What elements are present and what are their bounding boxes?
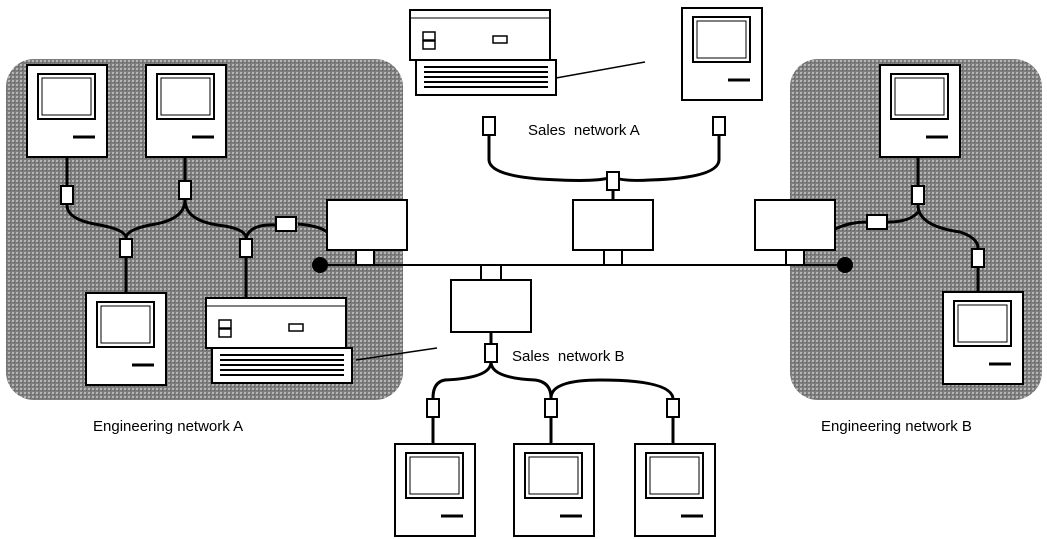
engineering-network-a	[25, 63, 438, 387]
bridge-box-icon	[326, 199, 408, 251]
computer-icon	[144, 63, 228, 159]
computer-icon	[393, 442, 477, 538]
engineering-network-b	[754, 63, 1025, 386]
computer-icon	[512, 442, 596, 538]
network-connector-icon	[178, 180, 192, 200]
network-connector-icon	[355, 249, 375, 266]
sales-network-b: Sales network B	[393, 264, 717, 538]
engineering-network-b-label: Engineering network B	[821, 418, 972, 435]
network-connector-icon	[484, 343, 498, 363]
network-connector-icon	[239, 238, 253, 258]
printer-icon	[409, 9, 557, 96]
computer-icon	[878, 63, 962, 159]
network-connector-icon	[971, 248, 985, 268]
network-connector-icon	[482, 116, 496, 136]
network-connector-icon	[666, 398, 680, 418]
network-connector-icon	[275, 216, 297, 232]
network-connector-icon	[544, 398, 558, 418]
sales-network-a: Sales network A	[409, 6, 764, 266]
bridge-box-icon	[450, 279, 532, 333]
bridge-box-icon	[572, 199, 654, 251]
sales-network-b-label: Sales network B	[512, 348, 625, 365]
printer-icon	[205, 297, 353, 384]
network-connector-icon	[603, 249, 623, 266]
bus-terminator-icon	[837, 257, 853, 273]
network-connector-icon	[119, 238, 133, 258]
network-connector-icon	[480, 264, 502, 281]
computer-icon	[84, 291, 168, 387]
network-connector-icon	[866, 214, 888, 230]
network-connector-icon	[426, 398, 440, 418]
network-connector-icon	[712, 116, 726, 136]
computer-icon	[25, 63, 109, 159]
computer-icon	[633, 442, 717, 538]
network-connector-icon	[785, 249, 805, 266]
bus-terminator-icon	[312, 257, 328, 273]
sales-network-a-label: Sales network A	[528, 122, 640, 139]
network-connector-icon	[60, 185, 74, 205]
computer-icon	[680, 6, 764, 102]
network-connector-icon	[911, 185, 925, 205]
computer-icon	[941, 290, 1025, 386]
bridge-box-icon	[754, 199, 836, 251]
network-connector-icon	[606, 171, 620, 191]
engineering-network-a-label: Engineering network A	[93, 418, 243, 435]
